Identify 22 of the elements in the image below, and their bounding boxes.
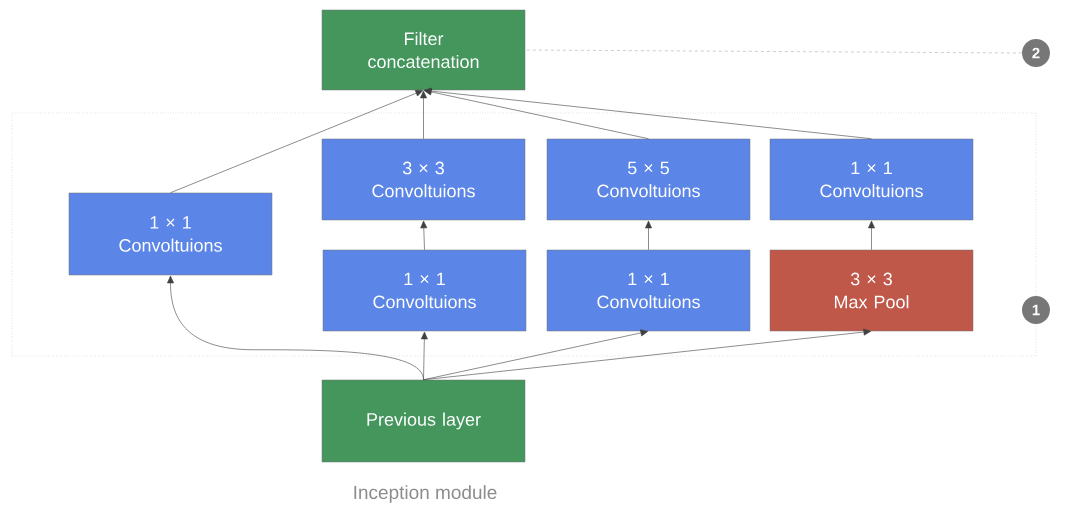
arrow [420, 220, 428, 251]
layer-box: 1 × 1 Convoltuions [546, 249, 751, 332]
layer-box: 5 × 5 Convoltuions [546, 138, 751, 221]
arrow [423, 87, 872, 140]
layer-box: Filter concatenation [321, 9, 526, 91]
callout-number: 2 [1022, 39, 1050, 67]
arrow [868, 220, 875, 251]
arrow [420, 331, 428, 381]
arrow [170, 89, 424, 194]
layer-box: 3 × 3 Convoltuions [321, 138, 526, 221]
layer-box: 1 × 1 Convoltuions [322, 249, 527, 332]
layer-box: 1 × 1 Convoltuions [769, 138, 974, 221]
layer-box: 1 × 1 Convoltuions [68, 192, 273, 276]
layer-box: 3 × 3 Max Pool [769, 249, 974, 332]
caption: Inception module [354, 485, 497, 503]
layer-box: Previous layer [321, 379, 526, 463]
arrow [420, 90, 427, 140]
callout-number: 1 [1022, 296, 1050, 324]
arrow [423, 329, 649, 381]
arrow [423, 328, 872, 381]
arrow [645, 220, 652, 251]
leader-line [524, 49, 1023, 54]
